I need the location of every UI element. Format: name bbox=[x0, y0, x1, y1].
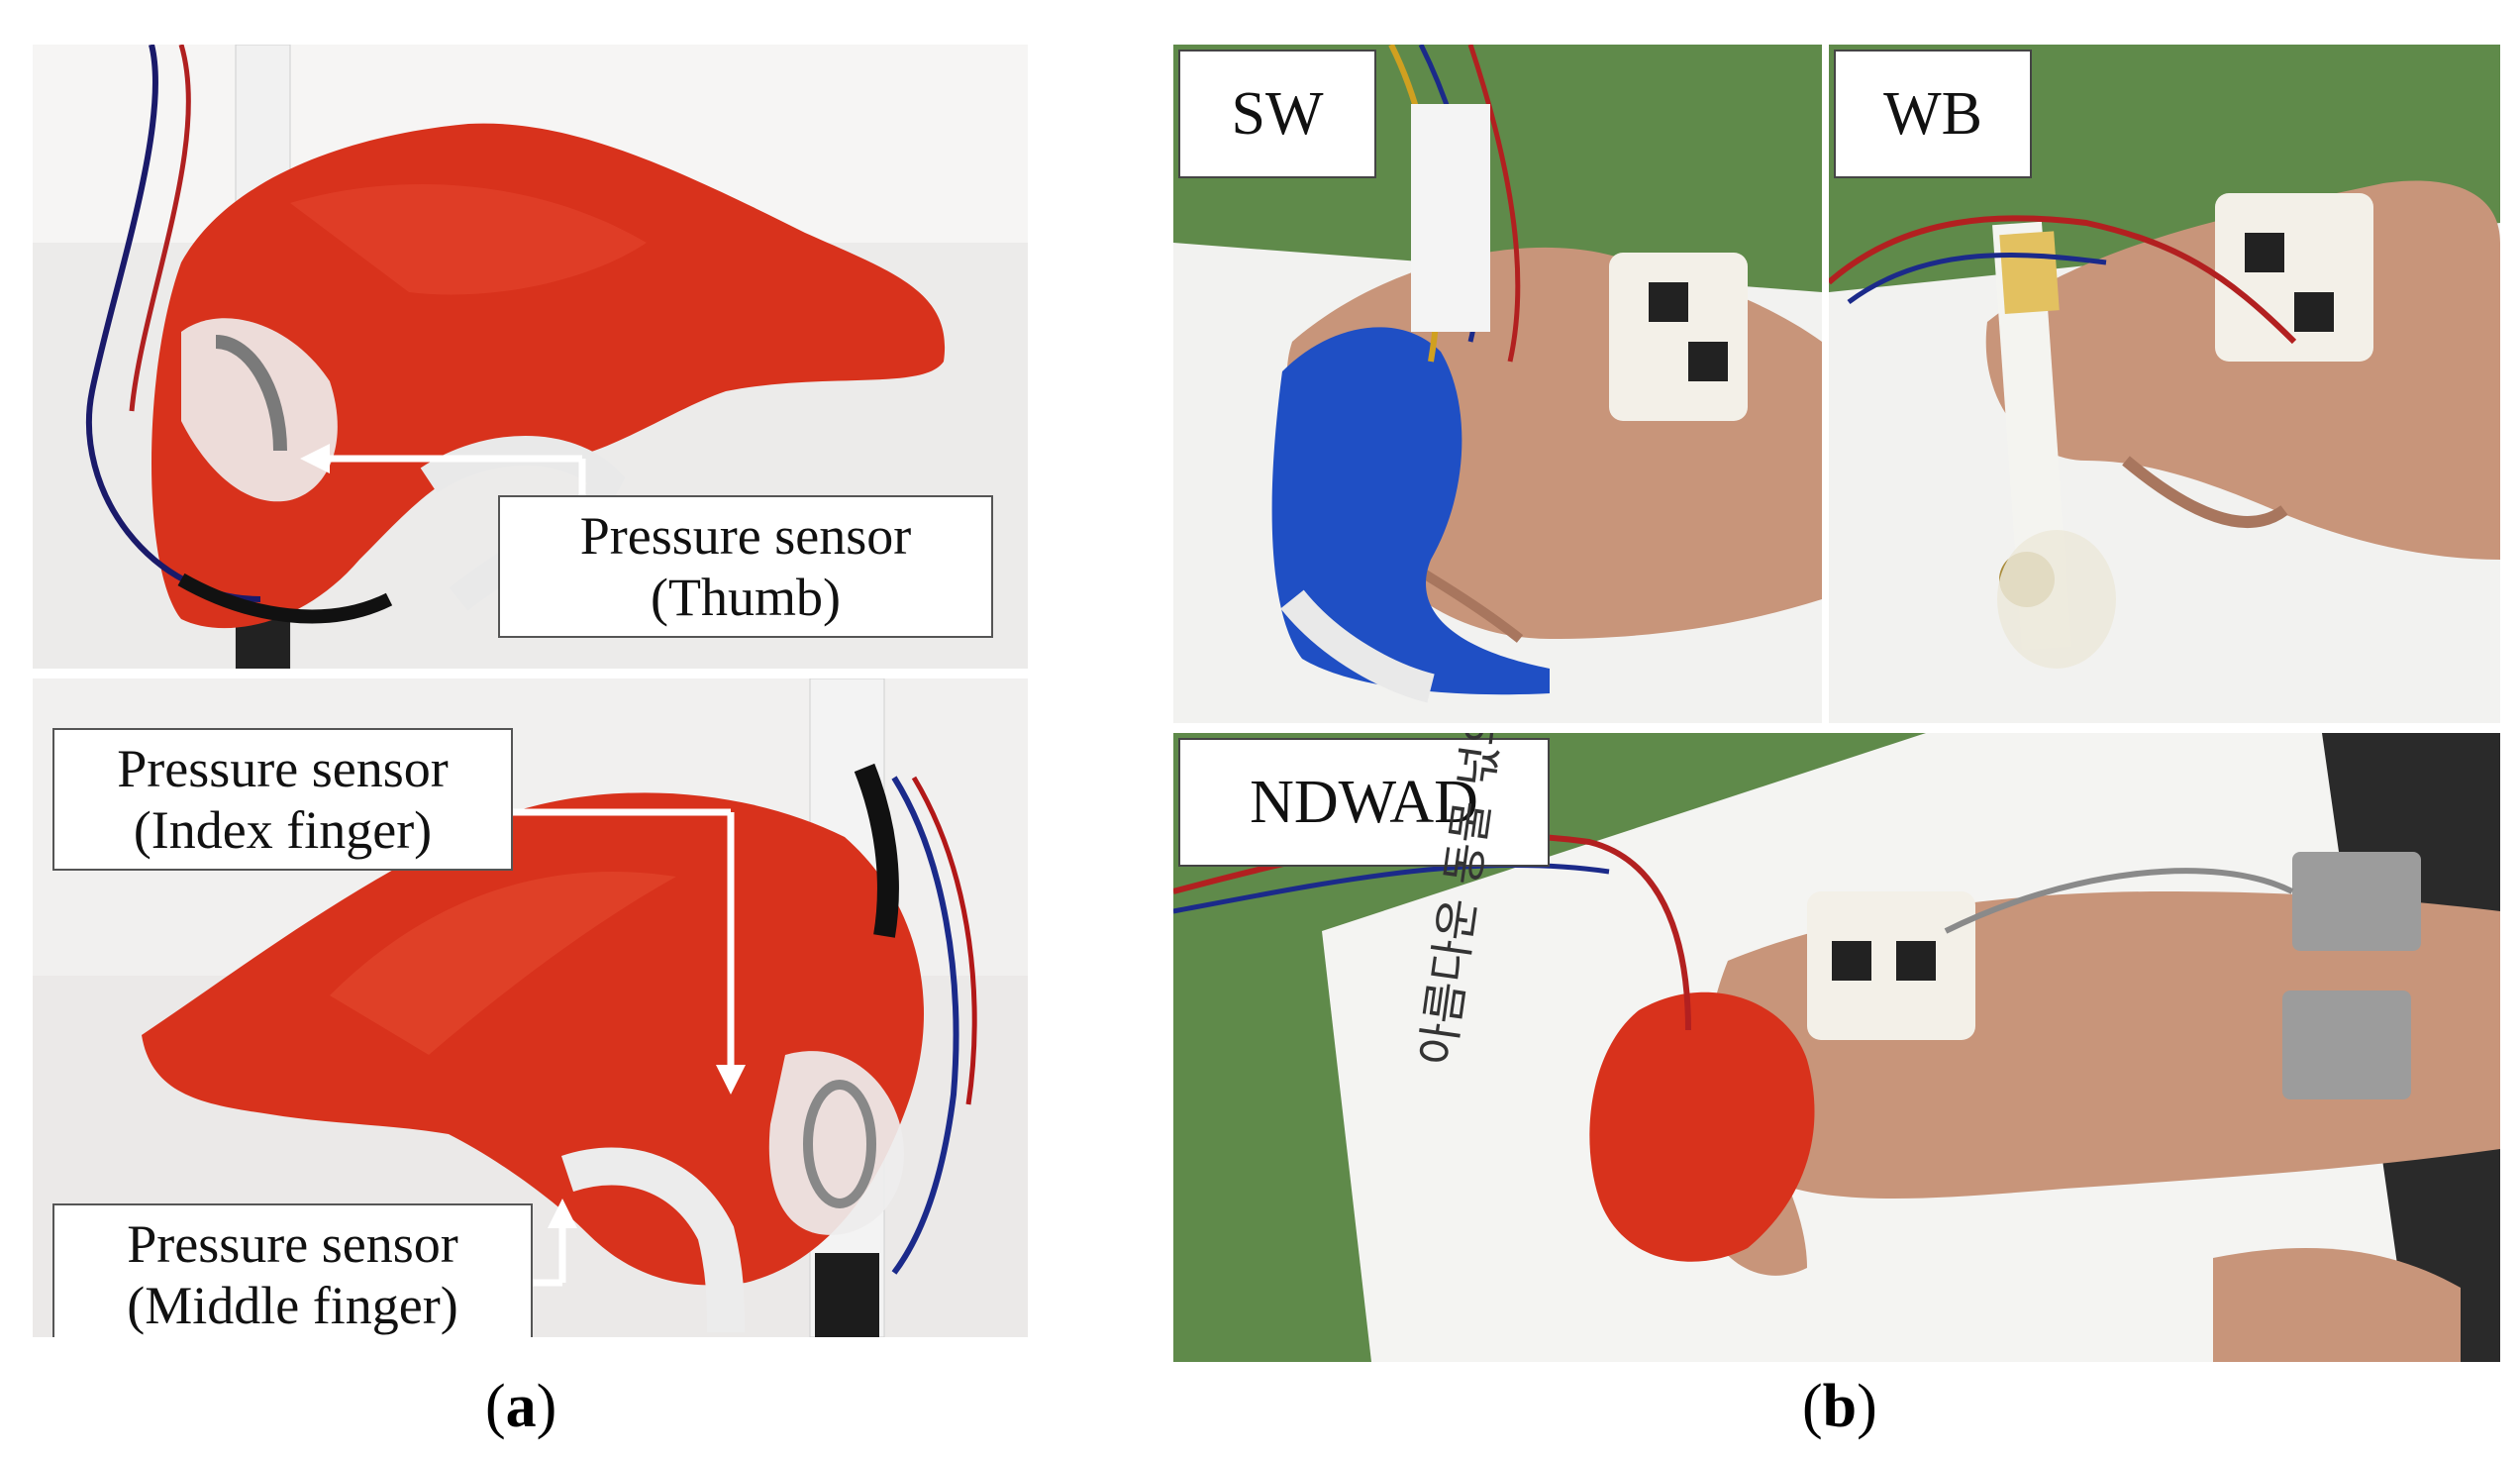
caption-b-letter: b bbox=[1822, 1373, 1858, 1440]
inset-label-ndwad: NDWAD bbox=[1178, 738, 1550, 867]
index-sensor-label: Pressure sensor (Index finger) bbox=[52, 728, 513, 872]
thumb-sensor-label-line1: Pressure sensor bbox=[579, 506, 912, 566]
caption-b: (b) bbox=[1802, 1373, 1877, 1440]
inset-label-wb-text: WB bbox=[1883, 79, 1982, 148]
thumb-sensor-label: Pressure sensor (Thumb) bbox=[498, 495, 993, 639]
photo-wb: WB bbox=[1829, 45, 2500, 723]
inset-label-wb: WB bbox=[1834, 50, 2032, 178]
panel-b: SW WB bbox=[1173, 45, 2500, 1362]
photo-sw: SW bbox=[1173, 45, 1822, 723]
middle-sensor-label-line2: (Middle finger) bbox=[127, 1276, 458, 1336]
photo-ndwad: NDWAD 아름다운 동물 넋의 햇빛 풍경 bbox=[1173, 733, 2500, 1362]
middle-sensor-label: Pressure sensor (Middle finger) bbox=[52, 1203, 533, 1337]
inset-label-sw: SW bbox=[1178, 50, 1376, 178]
photo-index-middle-sensors: Pressure sensor (Index finger) Pressure … bbox=[33, 678, 1028, 1337]
inset-label-sw-text: SW bbox=[1231, 79, 1324, 148]
panel-a: Pressure sensor (Thumb) bbox=[33, 45, 1028, 1337]
index-sensor-label-line1: Pressure sensor bbox=[117, 739, 449, 798]
thumb-sensor-label-line2: (Thumb) bbox=[651, 568, 841, 628]
inset-label-ndwad-text: NDWAD bbox=[1250, 768, 1478, 836]
caption-a-letter: a bbox=[505, 1373, 537, 1440]
caption-a: (a) bbox=[485, 1373, 557, 1440]
grip-device-illustration-top bbox=[33, 45, 1028, 669]
photo-thumb-sensor: Pressure sensor (Thumb) bbox=[33, 45, 1028, 669]
middle-sensor-label-line1: Pressure sensor bbox=[127, 1214, 458, 1274]
wb-scene bbox=[1829, 45, 2500, 723]
index-sensor-label-line2: (Index finger) bbox=[133, 800, 433, 861]
